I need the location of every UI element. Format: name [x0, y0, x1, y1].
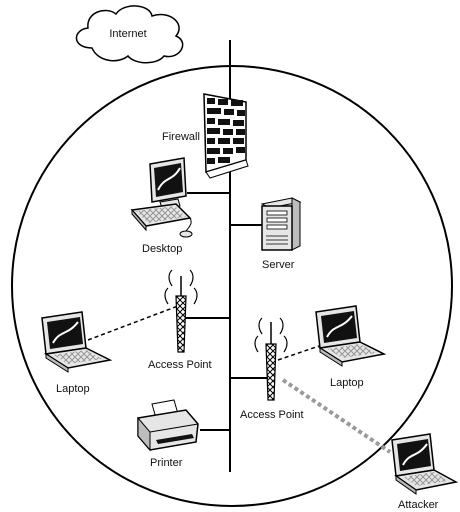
printer: Printer: [137, 399, 199, 469]
network-boundary-circle: [11, 65, 453, 507]
internet-label: Internet: [109, 28, 146, 40]
laptop-right: Laptop: [315, 305, 387, 389]
wireless-link-left: [87, 305, 179, 341]
printer-icon: [137, 399, 199, 452]
access-point-right-label: Access Point: [240, 409, 304, 421]
desktop-label: Desktop: [142, 243, 182, 255]
wireless-link-right: [277, 344, 323, 361]
desktop-computer-icon: [130, 157, 193, 238]
attacker-label: Attacker: [398, 499, 439, 511]
server: Server: [260, 197, 302, 271]
printer-label: Printer: [150, 457, 183, 469]
laptop-icon: [391, 433, 459, 495]
access-point-left-label: Access Point: [148, 359, 212, 371]
tower-server-icon: [260, 197, 302, 251]
firewall: Firewall: [162, 93, 249, 179]
antenna-tower-icon: [254, 317, 288, 401]
access-point-right: Access Point: [240, 317, 304, 421]
laptop-icon: [41, 311, 113, 373]
laptop-left-label: Laptop: [56, 383, 90, 395]
attacker-laptop: Attacker: [391, 433, 459, 511]
brick-wall-icon: [203, 93, 249, 179]
desktop-computer: Desktop: [130, 157, 193, 255]
access-point-left: Access Point: [148, 269, 212, 371]
internet-cloud: Internet: [75, 5, 184, 64]
attacker-wireless-link: [281, 378, 392, 454]
laptop-right-label: Laptop: [330, 377, 364, 389]
antenna-tower-icon: [164, 269, 198, 353]
cloud-icon: [75, 5, 184, 64]
firewall-label: Firewall: [162, 131, 200, 143]
server-label: Server: [262, 259, 295, 271]
laptop-left: Laptop: [41, 311, 113, 395]
laptop-icon: [315, 305, 387, 367]
